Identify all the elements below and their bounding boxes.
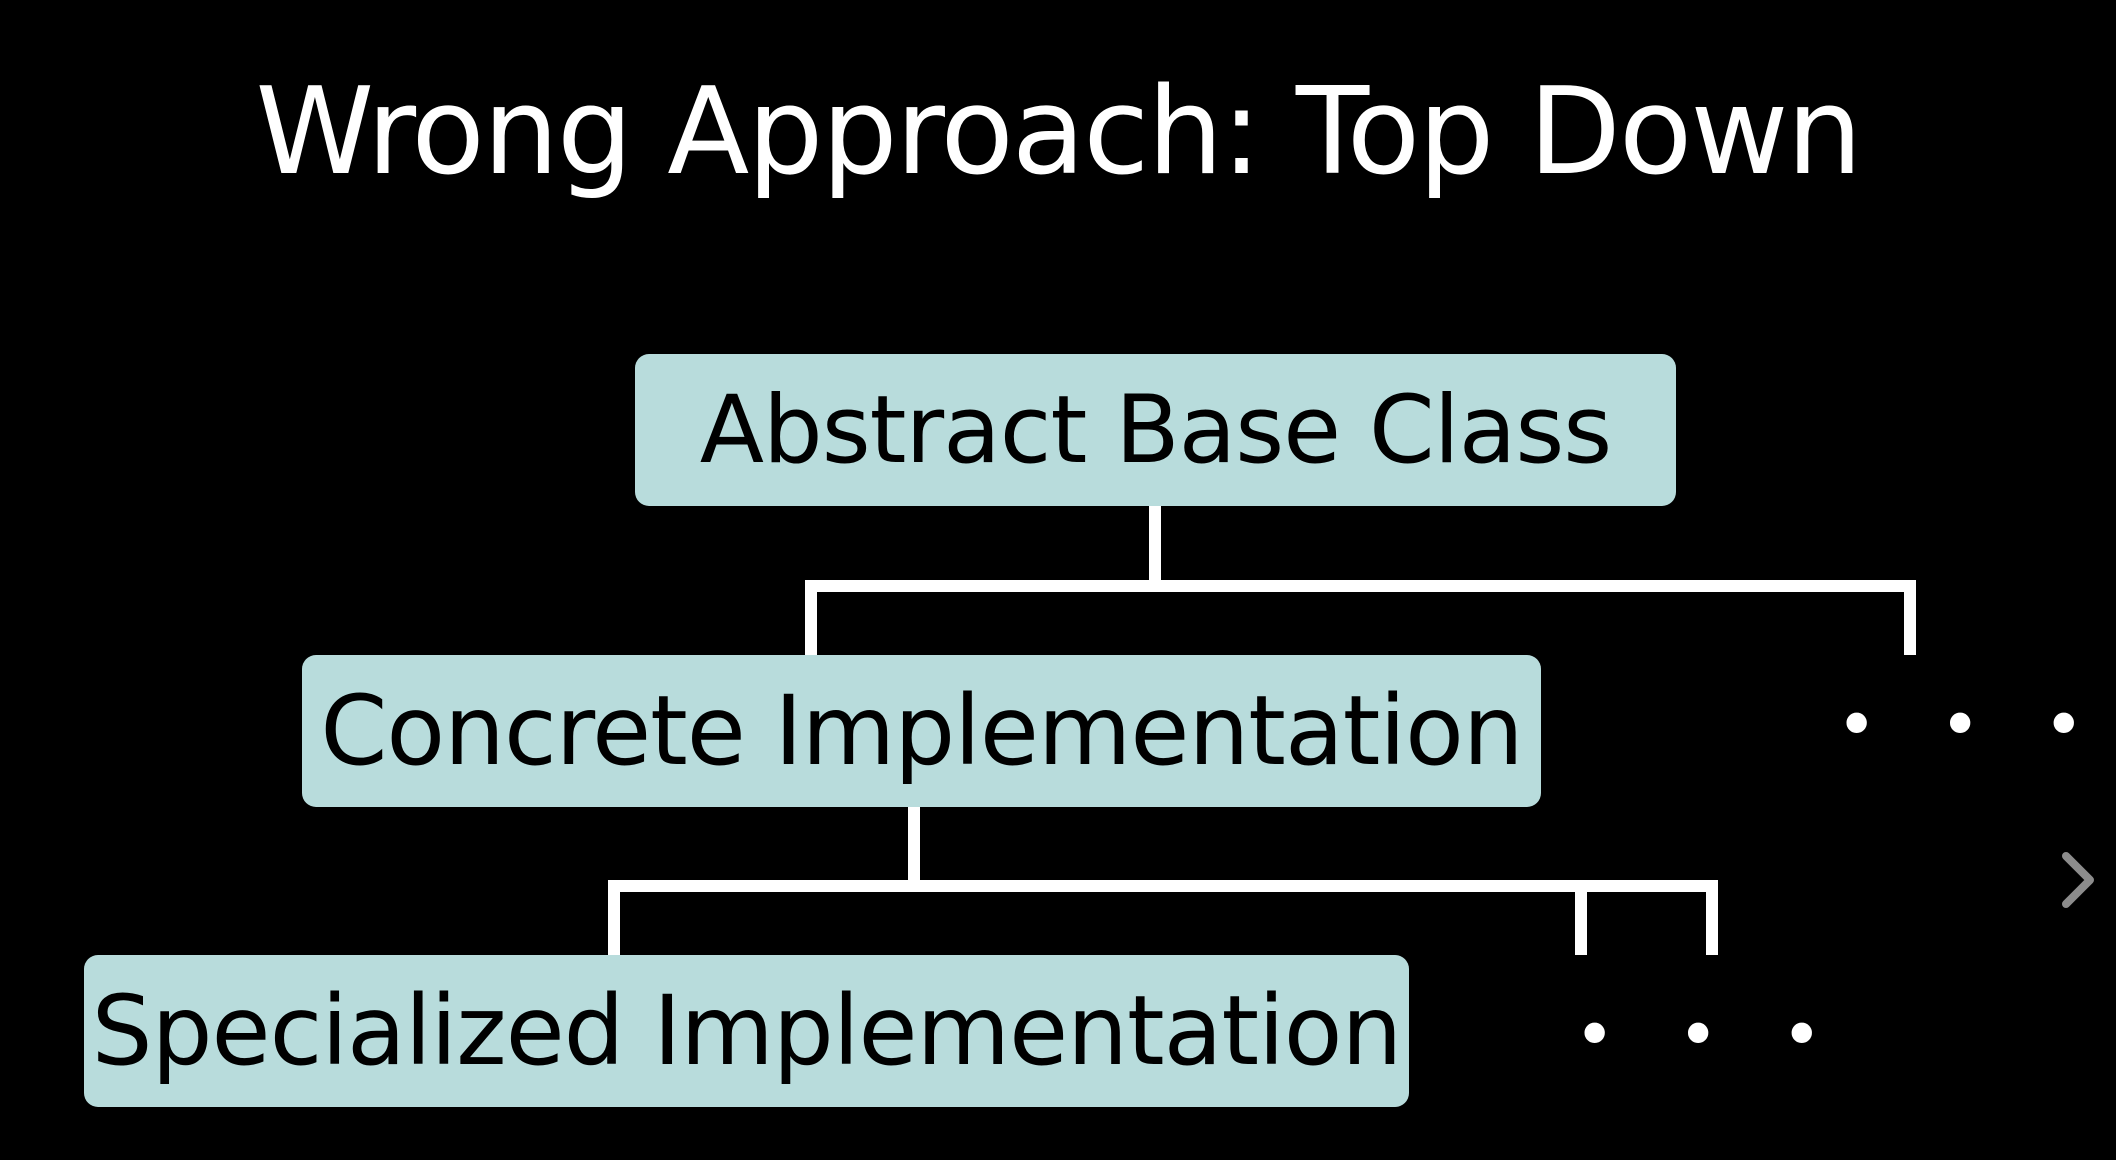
abstract-base-class-label: Abstract Base Class <box>699 375 1613 485</box>
concrete-implementation-node: Concrete Implementation <box>302 655 1541 807</box>
more-children-ellipsis: • • • <box>1574 994 1843 1076</box>
abstract-base-class-node: Abstract Base Class <box>635 354 1676 506</box>
slide-title: Wrong Approach: Top Down <box>255 63 1862 202</box>
specialized-implementation-label: Specialized Implementation <box>91 975 1403 1087</box>
chevron-right-icon[interactable] <box>2052 850 2102 910</box>
concrete-implementation-label: Concrete Implementation <box>320 675 1523 787</box>
specialized-implementation-node: Specialized Implementation <box>84 955 1409 1107</box>
more-siblings-ellipsis: • • • <box>1836 684 2105 766</box>
